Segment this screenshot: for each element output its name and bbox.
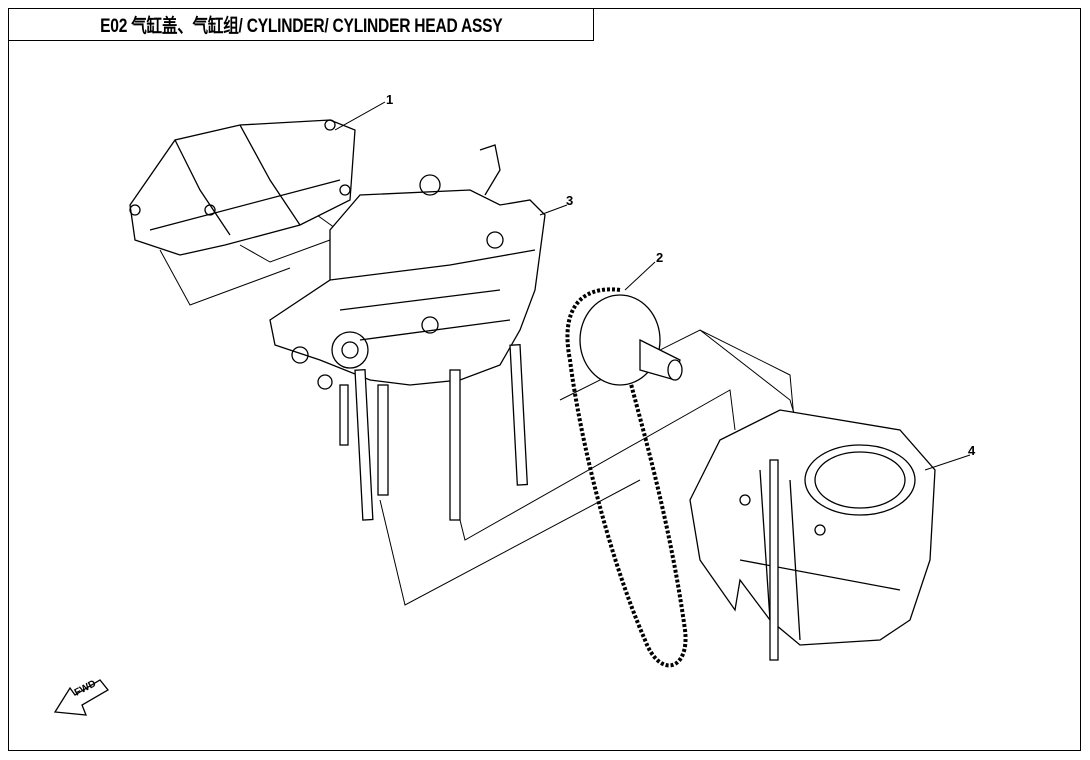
camshaft-sprocket	[579, 294, 683, 386]
callout-3: 3	[566, 193, 574, 208]
callout-4: 4	[968, 443, 976, 458]
cylinder-head-cover	[129, 119, 356, 256]
timing-chain	[565, 287, 688, 668]
title-box: E02 气缸盖、气缸组/ CYLINDER/ CYLINDER HEAD ASS…	[8, 8, 594, 41]
cylinder-block	[689, 409, 936, 661]
fwd-arrow-icon	[53, 679, 109, 716]
callout-2: 2	[656, 250, 664, 265]
cylinder-head	[269, 144, 546, 390]
studs	[339, 344, 529, 521]
page-title: E02 气缸盖、气缸组/ CYLINDER/ CYLINDER HEAD ASS…	[99, 16, 503, 37]
callout-1: 1	[386, 92, 394, 107]
callout-leaders	[334, 101, 971, 471]
